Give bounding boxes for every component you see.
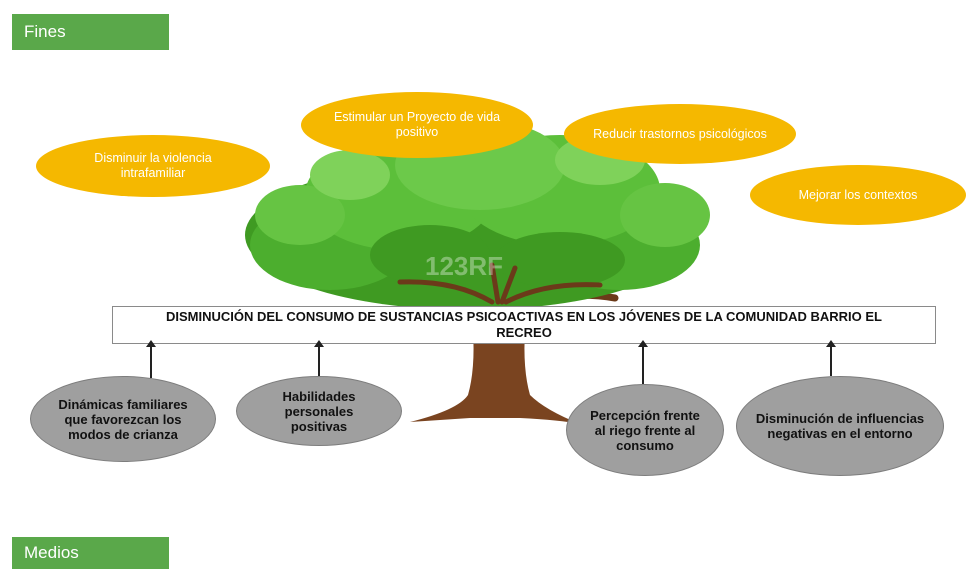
medio-influencias-negativas: Disminución de influencias negativas en …: [736, 376, 944, 476]
watermark-text: 123RF: [425, 251, 503, 281]
fin-disminuir-violencia: Disminuir la violencia intrafamiliar: [36, 135, 270, 197]
medios-label: Medios: [12, 537, 169, 569]
central-problem-box: DISMINUCIÓN DEL CONSUMO DE SUSTANCIAS PS…: [112, 306, 936, 344]
medio-percepcion-riesgo: Percepción frente al riego frente al con…: [566, 384, 724, 476]
medio-habilidades-personales: Habilidades personales positivas: [236, 376, 402, 446]
fin-reducir-trastornos: Reducir trastornos psicológicos: [564, 104, 796, 164]
arrow-up-4: [826, 340, 836, 376]
arrow-up-1: [146, 340, 156, 378]
arrow-up-2: [314, 340, 324, 378]
fines-label: Fines: [12, 14, 169, 50]
tree-trunk: [410, 300, 580, 424]
arrow-up-3: [638, 340, 648, 384]
medio-dinamicas-familiares: Dinámicas familiares que favorezcan los …: [30, 376, 216, 462]
fin-mejorar-contextos: Mejorar los contextos: [750, 165, 966, 225]
tree-foliage: [245, 120, 710, 310]
fin-proyecto-vida: Estimular un Proyecto de vida positivo: [301, 92, 533, 158]
